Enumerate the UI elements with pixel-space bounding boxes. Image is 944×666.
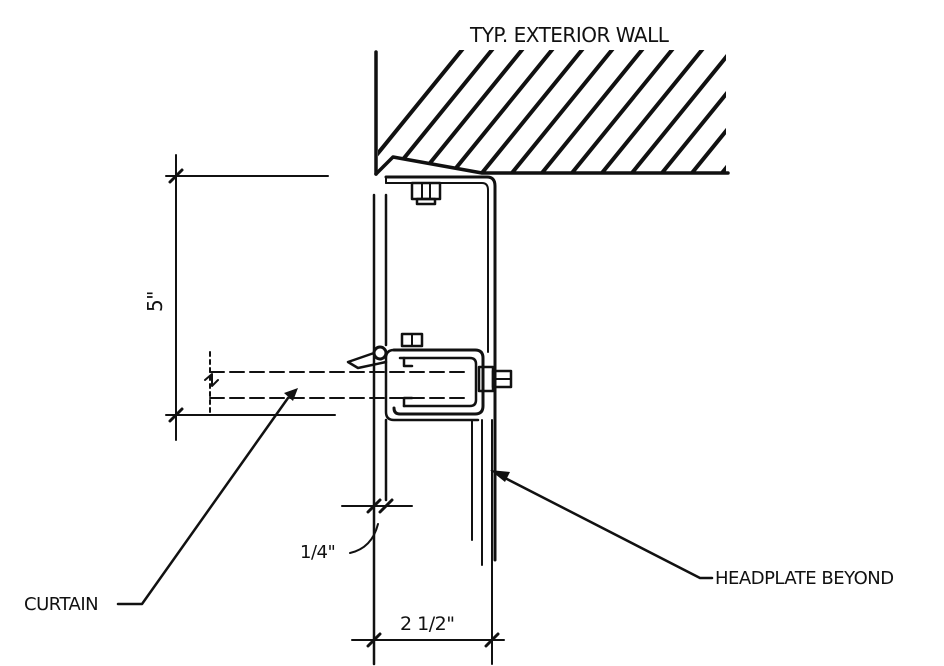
gap-dimension-label: 1/4": [300, 542, 335, 563]
headplate-label: HEADPLATE BEYOND: [715, 568, 894, 589]
wall-label: TYP. EXTERIOR WALL: [469, 23, 670, 47]
curtain-label: CURTAIN: [24, 594, 98, 615]
wall-angle-bracket: [384, 175, 497, 562]
exterior-wall: [374, 50, 730, 176]
wall-hatch: [378, 50, 726, 172]
dimension-gap: [341, 498, 413, 554]
side-bolt: [400, 332, 513, 393]
height-dimension-label: 5": [143, 291, 167, 312]
curtain-slat: [204, 351, 469, 413]
headplate-leader: [490, 470, 714, 580]
dimension-width: [351, 632, 505, 648]
curtain-leader: [116, 388, 298, 606]
width-dimension-label: 2 1/2": [400, 613, 454, 635]
guide-lines: [372, 193, 493, 666]
top-bolt: [410, 181, 442, 206]
dimension-height: [165, 154, 336, 441]
latch: [346, 345, 388, 370]
guide-channel: [384, 348, 485, 422]
